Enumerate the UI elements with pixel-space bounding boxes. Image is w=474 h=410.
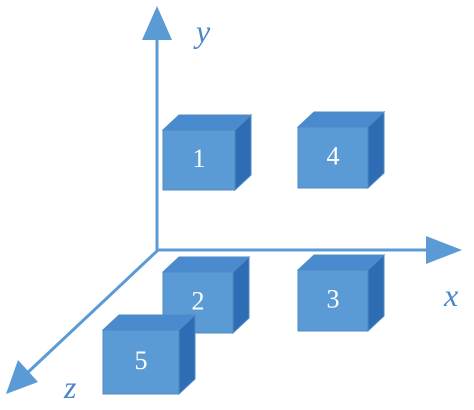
cube-1: 1 (161, 113, 253, 192)
cube-4-label: 4 (327, 141, 340, 170)
cube-2-label: 2 (192, 286, 205, 315)
x-axis-label: x (443, 277, 458, 313)
x-axis (157, 236, 462, 264)
z-axis-label: z (63, 369, 77, 405)
cube-4: 4 (296, 110, 386, 190)
cube-4-front (297, 126, 369, 189)
cube-3-front (297, 269, 369, 332)
cube-3: 3 (296, 253, 386, 333)
z-axis (6, 249, 159, 394)
cube-5-label: 5 (135, 346, 148, 375)
cube-1-label: 1 (193, 144, 206, 173)
cube-5: 5 (101, 313, 197, 396)
y-axis (142, 6, 172, 252)
y-axis-label: y (193, 13, 211, 49)
cube-5-front (102, 329, 180, 395)
cube-3-label: 3 (327, 284, 340, 313)
cube-1-front (162, 129, 236, 191)
